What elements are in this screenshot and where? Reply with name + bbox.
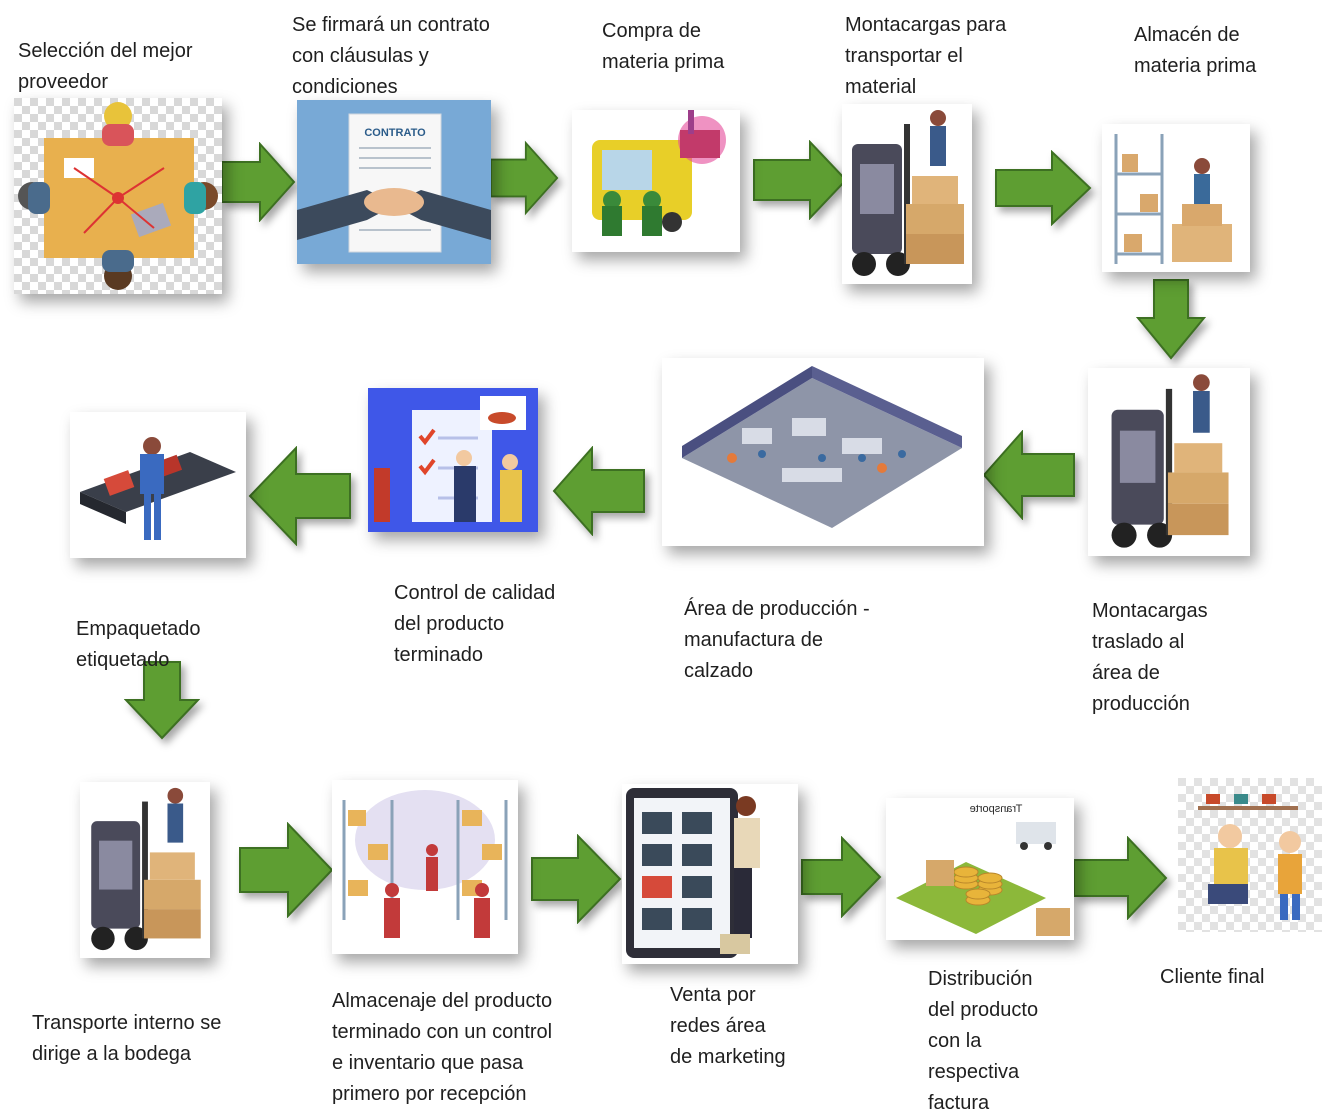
step-image-5	[1102, 124, 1250, 272]
flow-arrow-right	[800, 836, 882, 918]
step-label-7: Área de producción - manufactura de calz…	[684, 598, 870, 682]
contract-handshake-icon: CONTRATO	[297, 100, 491, 264]
factory-floor-icon	[662, 358, 984, 546]
forklift-icon	[842, 104, 972, 284]
step-label-8: Control de calidad del producto terminad…	[394, 582, 556, 666]
step-image-9	[70, 412, 246, 558]
step-label-11: Almacenaje del producto terminado con un…	[332, 990, 553, 1105]
warehouse-shelves-icon	[1102, 124, 1250, 272]
flow-arrow-left	[982, 430, 1076, 520]
distribution-coins-icon: Transporte	[886, 798, 1074, 940]
quality-checklist-icon	[368, 388, 538, 532]
step-image-14	[1178, 778, 1322, 932]
flow-arrow-down	[1136, 278, 1206, 360]
step-label-1: Selección del mejor proveedor	[18, 40, 193, 93]
flow-arrow-right	[1072, 836, 1168, 920]
flow-arrow-right	[530, 834, 622, 924]
step-image-12	[622, 784, 798, 964]
step-image-3	[572, 110, 740, 252]
customer-shoe-shop-icon	[1178, 778, 1322, 932]
forklift-icon	[1101, 368, 1237, 556]
flow-arrow-right	[220, 142, 296, 222]
step-label-9: Empaquetado etiquetado	[76, 618, 201, 671]
meeting-table-icon	[14, 98, 222, 294]
flow-arrow-left	[248, 446, 352, 546]
flow-arrow-right	[238, 822, 334, 918]
step-label-14: Cliente final	[1160, 966, 1265, 988]
packaging-conveyor-icon	[70, 412, 246, 558]
step-label-6: Montacargas traslado al área de producci…	[1092, 600, 1208, 715]
online-shoe-store-icon	[622, 784, 798, 964]
step-image-4	[842, 104, 972, 284]
step-image-8	[368, 388, 538, 532]
step-image-10	[80, 782, 210, 958]
step-image-1	[14, 98, 222, 294]
flow-arrow-left	[552, 446, 646, 536]
step-image-2: CONTRATO	[297, 100, 491, 264]
step-label-4: Montacargas para transportar el material	[845, 14, 1007, 98]
flow-arrow-right	[489, 140, 559, 216]
flow-arrow-right	[994, 150, 1092, 226]
purchase-truck-icon	[572, 110, 740, 252]
step-image-11	[332, 780, 518, 954]
storage-inventory-icon	[332, 780, 518, 954]
step-label-13: Distribución del producto con la respect…	[928, 968, 1039, 1114]
transport-sign: Transporte	[970, 803, 1023, 815]
step-label-12: Venta por redes área de marketing	[670, 984, 786, 1068]
contract-sign: CONTRATO	[364, 127, 426, 139]
step-label-5: Almacén de materia prima	[1134, 24, 1257, 77]
flow-arrow-right	[752, 140, 848, 220]
step-image-13: Transporte	[886, 798, 1074, 940]
step-image-6	[1088, 368, 1250, 556]
step-label-10: Transporte interno se dirige a la bodega	[32, 1012, 222, 1065]
step-label-3: Compra de materia prima	[602, 20, 725, 73]
step-label-2: Se firmará un contrato con cláusulas y c…	[292, 14, 490, 98]
forklift-icon	[81, 782, 209, 958]
step-image-7	[662, 358, 984, 546]
flow-arrow-down	[124, 660, 200, 740]
